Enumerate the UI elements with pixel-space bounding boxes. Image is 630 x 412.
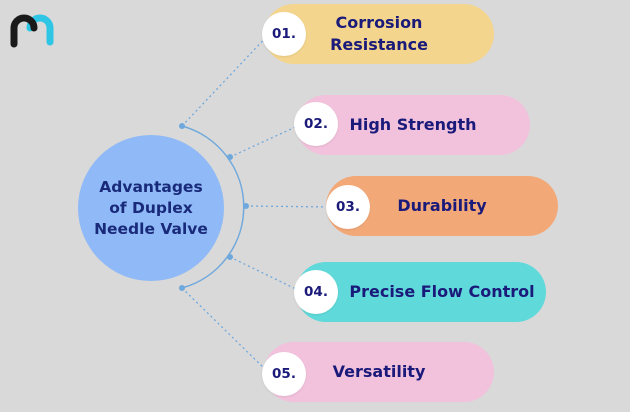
advantage-number-badge: 02. [294, 102, 338, 146]
center-title: Advantages of Duplex Needle Valve [94, 177, 208, 238]
connector-line [245, 205, 335, 208]
advantage-number-badge: 04. [294, 270, 338, 314]
advantage-label: Corrosion Resistance [330, 13, 428, 54]
connector-line [181, 287, 271, 375]
advantage-number-badge: 05. [262, 352, 306, 396]
center-circle: Advantages of Duplex Needle Valve [78, 135, 224, 281]
connector-dot [179, 123, 185, 129]
connector-line [229, 256, 303, 293]
advantage-number-badge: 01. [262, 12, 306, 56]
logo-mark-dark [10, 14, 38, 48]
advantage-label: Precise Flow Control [349, 282, 535, 301]
advantage-label: High Strength [349, 115, 477, 134]
connector-dot [227, 154, 233, 160]
advantage-pill-corrosion-resistance: Corrosion Resistance [264, 4, 494, 64]
advantage-label: Durability [397, 196, 487, 215]
connector-dot [227, 254, 233, 260]
brand-logo [8, 8, 56, 48]
connector-line [229, 123, 303, 158]
connector-line [181, 32, 271, 127]
advantage-label: Versatility [332, 362, 426, 381]
advantage-number-badge: 03. [326, 185, 370, 229]
connector-dot [179, 285, 185, 291]
connector-dot [243, 203, 249, 209]
